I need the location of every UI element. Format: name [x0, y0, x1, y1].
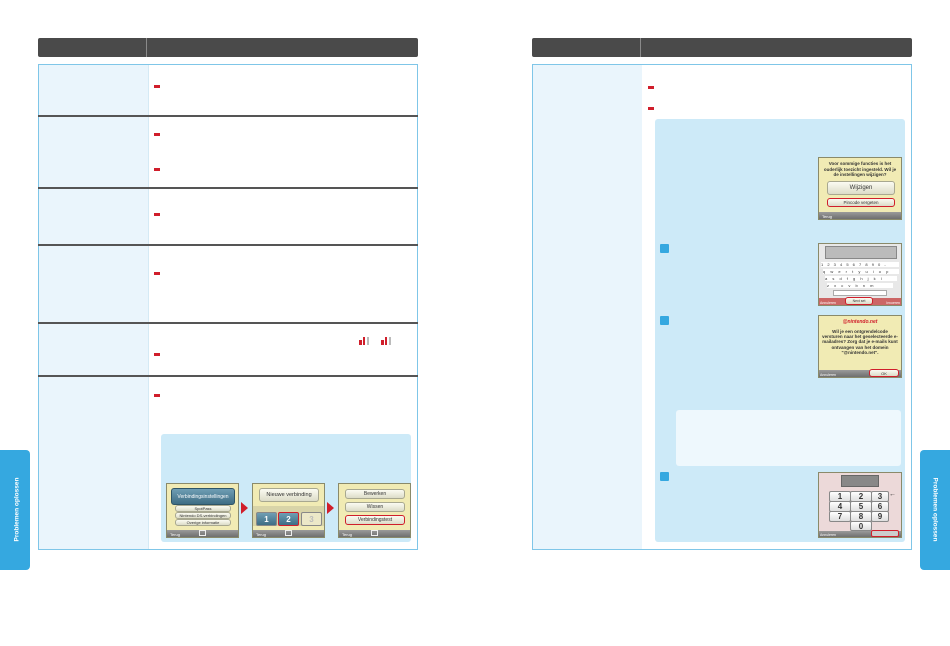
bullet-marker: [648, 107, 654, 110]
parental-message: Voor sommige functies is het ouderlijk t…: [823, 161, 897, 177]
screen-footer: [819, 531, 901, 537]
signal-strength-icon: [380, 333, 394, 345]
screen-footer: [819, 370, 901, 377]
screen-footer: [339, 530, 410, 537]
back-label[interactable]: Terug: [342, 532, 353, 537]
settings-screen-3: Bewerken Wissen Verbindingstest Terug: [338, 483, 411, 538]
note-box: [676, 410, 901, 466]
pin-display: [841, 475, 879, 487]
domain-label: @nintendo.net: [842, 319, 878, 325]
cancel-label[interactable]: Annuleren: [820, 373, 836, 377]
connection-slot-1[interactable]: 1: [256, 512, 277, 526]
settings-screen-1: Verbindingsinstellingen SpotPass Nintend…: [166, 483, 239, 538]
numpad-key-0[interactable]: 0: [850, 521, 872, 531]
parental-controls-screen: Voor sommige functies is het ouderlijk t…: [818, 157, 902, 220]
bullet-marker: [154, 272, 160, 275]
other-info-button[interactable]: Overige informatie: [175, 519, 231, 526]
ok-button[interactable]: OK: [869, 369, 899, 377]
keyboard-row[interactable]: z x c v b n m: [827, 283, 893, 288]
bullet-marker: [154, 168, 160, 171]
bullet-marker: [648, 86, 654, 89]
back-label[interactable]: Terug: [822, 214, 833, 219]
connection-slot-2[interactable]: 2: [278, 512, 299, 526]
section-tab-right: Problemen oplossen: [920, 450, 950, 570]
section-tab-label: Problemen oplossen: [931, 477, 939, 542]
left-row-divider: [38, 187, 418, 189]
step-marker-icon: [660, 244, 669, 253]
next-set-button[interactable]: Next set: [845, 297, 873, 305]
left-row-divider: [38, 322, 418, 324]
keyboard-screen: 1 2 3 4 5 6 7 8 9 0 - q w e r t y u i o …: [818, 243, 902, 306]
keyboard-row[interactable]: a s d f g h j k l: [825, 276, 897, 281]
delete-button[interactable]: Wissen: [345, 502, 405, 512]
next-step-arrow-icon: [241, 502, 248, 514]
right-table-header: [532, 38, 912, 57]
connection-slot-3[interactable]: 3: [301, 512, 322, 526]
change-settings-button[interactable]: Wijzigen: [827, 181, 895, 195]
space-bar[interactable]: [833, 290, 887, 296]
numpad-key-9[interactable]: 9: [871, 511, 889, 522]
section-tab-left: Problemen oplossen: [0, 450, 30, 570]
back-label[interactable]: Terug: [256, 532, 267, 537]
step-marker-icon: [660, 316, 669, 325]
left-table-column-divider: [148, 65, 149, 549]
settings-screen-2: Nieuwe verbinding 1 2 3 Terug: [252, 483, 325, 538]
keyboard-row[interactable]: q w e r t y u i o p: [823, 269, 899, 274]
home-icon: [371, 530, 378, 536]
connection-test-button[interactable]: Verbindingstest: [345, 515, 405, 525]
cancel-label[interactable]: Annuleren: [820, 533, 836, 537]
bullet-marker: [154, 213, 160, 216]
section-tab-label: Problemen oplossen: [13, 477, 21, 542]
spotpass-button[interactable]: SpotPass: [175, 505, 231, 512]
left-row-divider: [38, 244, 418, 246]
ds-connections-button[interactable]: Nintendo DS-verbindingen: [175, 512, 231, 519]
home-icon: [199, 530, 206, 536]
edit-button[interactable]: Bewerken: [345, 489, 405, 499]
bullet-marker: [154, 85, 160, 88]
back-label[interactable]: Terug: [170, 532, 181, 537]
right-table-first-column: [533, 65, 642, 549]
enter-label[interactable]: Invoeren: [886, 301, 900, 305]
next-step-arrow-icon: [327, 502, 334, 514]
bullet-marker: [154, 394, 160, 397]
left-row-divider: [38, 375, 418, 377]
cancel-label[interactable]: Annuleren: [820, 301, 836, 305]
signal-strength-icon: [358, 333, 372, 345]
bullet-marker: [154, 133, 160, 136]
email-text-field[interactable]: [825, 246, 897, 259]
screen-footer: [253, 530, 324, 537]
screen-footer: [167, 530, 238, 537]
bullet-marker: [154, 353, 160, 356]
left-table-first-column: [39, 65, 148, 549]
screen-footer: [819, 212, 901, 219]
backspace-icon[interactable]: ←: [889, 491, 896, 498]
left-row-divider: [38, 115, 418, 117]
send-code-message: Wil je een ontgrendelcode versturen naar…: [822, 329, 898, 355]
new-connection-button[interactable]: Nieuwe verbinding: [259, 488, 319, 502]
connection-settings-button[interactable]: Verbindingsinstellingen: [171, 488, 235, 505]
ok-button-highlight[interactable]: [871, 530, 899, 537]
keyboard-row[interactable]: 1 2 3 4 5 6 7 8 9 0 -: [821, 262, 899, 267]
send-code-screen: @nintendo.net Wil je een ontgrendelcode …: [818, 315, 902, 378]
numpad-key-7[interactable]: 7: [829, 511, 851, 522]
step-marker-icon: [660, 472, 669, 481]
left-table-header: [38, 38, 418, 57]
pin-entry-screen: 1 2 3 ← 4 5 6 7 8 9 0 Annuleren: [818, 472, 902, 538]
forgot-pin-button[interactable]: Pincode vergeten: [827, 198, 895, 207]
home-icon: [285, 530, 292, 536]
